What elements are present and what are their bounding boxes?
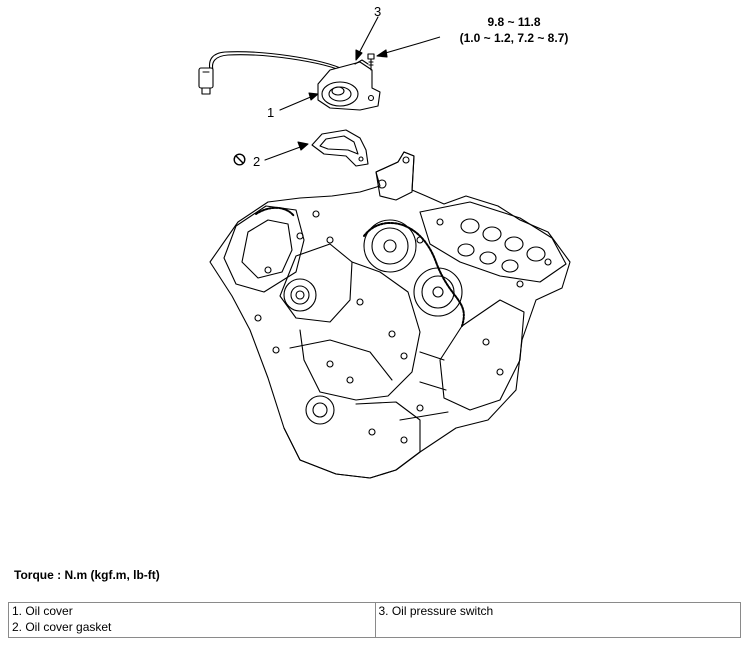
oil-cover-gasket-part — [311, 129, 369, 167]
exploded-view-diagram — [198, 16, 571, 479]
callout-2: 2 — [253, 154, 261, 169]
part-item-oil-pressure-switch: 3. Oil pressure switch — [378, 604, 494, 618]
oil-cover-part — [317, 59, 381, 111]
callout-3: 3 — [374, 4, 382, 19]
parts-column-left: 1. Oil cover 2. Oil cover gasket — [9, 603, 375, 637]
parts-column-right: 3. Oil pressure switch — [374, 603, 741, 637]
torque-value-alt-units: (1.0 ~ 1.2, 7.2 ~ 8.7) — [459, 31, 569, 45]
leader-lines — [264, 16, 421, 161]
water-pump — [279, 243, 353, 323]
oil-pressure-switch-wire — [198, 51, 348, 95]
engine-bolts — [254, 210, 552, 444]
torque-value-nm: 9.8 ~ 11.8 — [487, 15, 541, 29]
callout-1: 1 — [267, 105, 275, 120]
part-item-oil-cover-gasket: 2. Oil cover gasket — [12, 620, 112, 634]
crankshaft-seal — [305, 395, 335, 425]
mounting-bolt — [367, 53, 375, 71]
camshaft-lobes — [457, 218, 546, 273]
no-reuse-icon — [233, 153, 246, 166]
parts-legend-table: 1. Oil cover 2. Oil cover gasket 3. Oil … — [8, 602, 741, 638]
engine-assembly — [209, 151, 571, 479]
torque-arrow-icon — [419, 36, 441, 44]
part-item-oil-cover: 1. Oil cover — [12, 604, 73, 618]
torque-unit-label: Torque : N.m (kgf.m, lb-ft) — [14, 568, 160, 582]
